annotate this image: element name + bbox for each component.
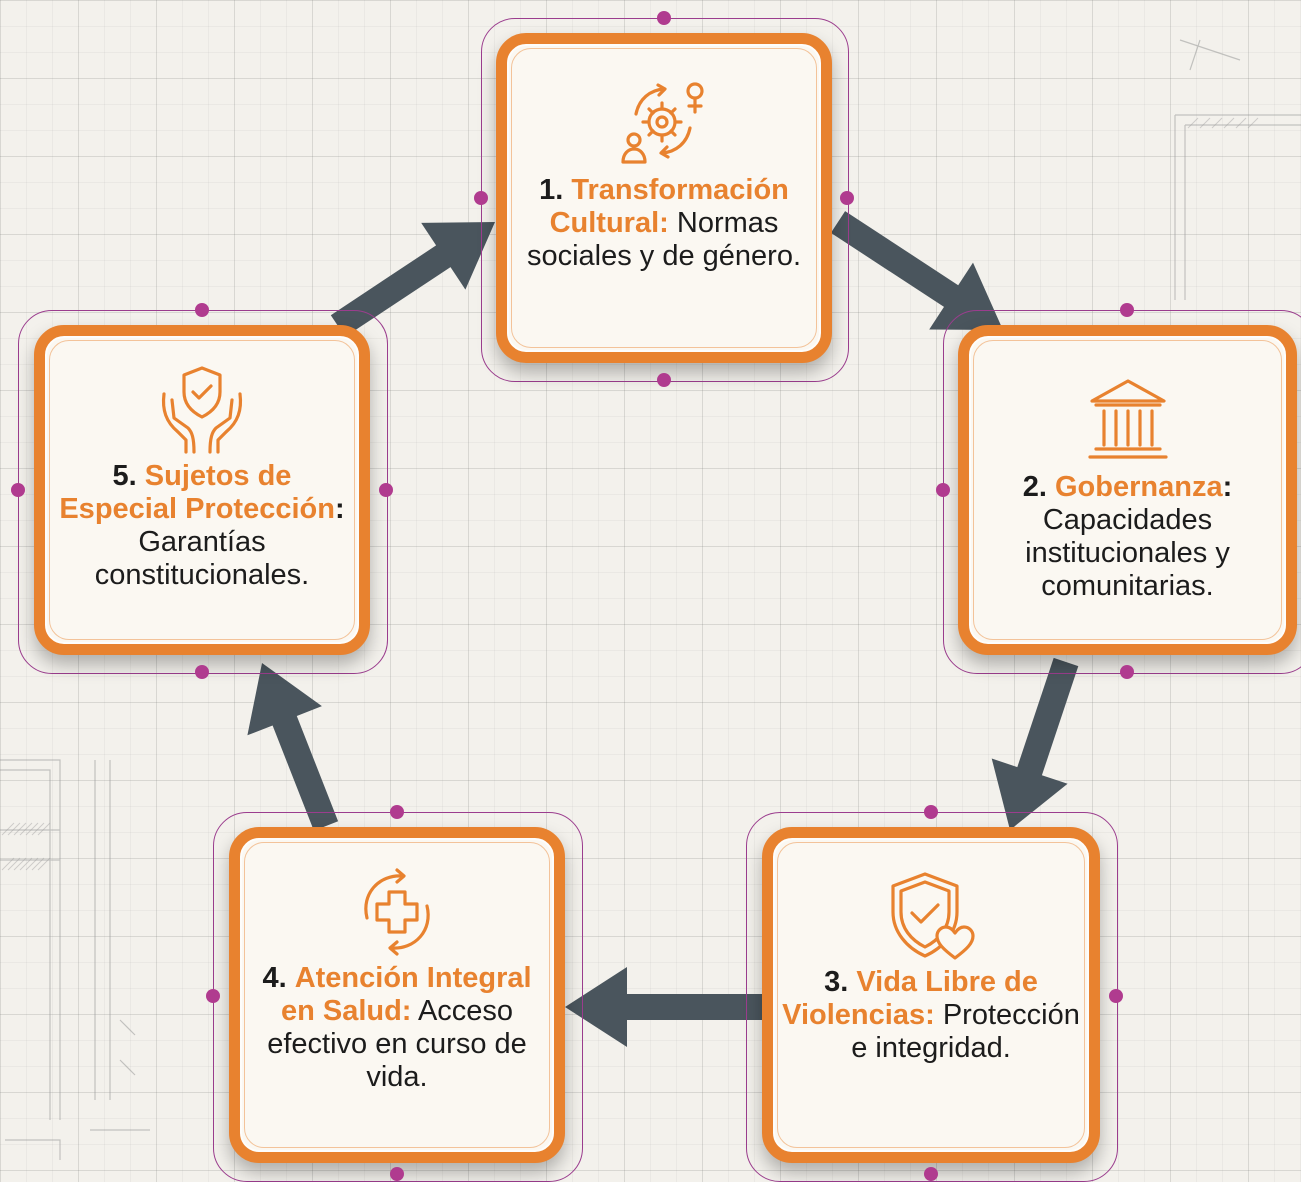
- node-5-description: Garantías constitucionales.: [94, 526, 310, 591]
- frame-dot: [924, 805, 938, 819]
- flow-arrow-1-2: [830, 211, 1003, 330]
- node-3-text: 3. Vida Libre de Violencias: Protección …: [773, 966, 1089, 1065]
- node-5-title: Sujetos de Especial Protección: [59, 460, 335, 525]
- node-2-description: Capacidades institucionales y comunitari…: [1025, 504, 1230, 602]
- frame-dot: [657, 11, 671, 25]
- node-1-description: Normas sociales y de género.: [526, 207, 802, 272]
- cycle-gear-gender-icon: [621, 82, 704, 164]
- flow-arrow-4-5: [247, 663, 339, 831]
- node-1-number: 1.: [539, 174, 564, 206]
- node-3-title: Vida Libre de Violencias:: [782, 966, 1038, 1031]
- institution-building-icon: [1087, 379, 1168, 459]
- node-1-text: 1. Transformación Cultural: Normas socia…: [507, 174, 821, 273]
- frame-dot: [390, 1167, 404, 1181]
- hands-shield-icon: [161, 366, 243, 454]
- frame-dot: [1120, 303, 1134, 317]
- flow-arrow-2-3: [991, 657, 1079, 830]
- flow-arrow-3-4: [565, 967, 762, 1047]
- frame-dot: [657, 373, 671, 387]
- node-3-description: Protección e integridad.: [851, 999, 1080, 1064]
- node-2-title-suffix: :: [1222, 471, 1233, 503]
- node-5-title-suffix: :: [334, 493, 345, 525]
- frame-dot: [474, 191, 488, 205]
- node-3-vida-libre-de-violencias: 3. Vida Libre de Violencias: Protección …: [762, 827, 1100, 1163]
- frame-dot: [936, 483, 950, 497]
- node-5-number: 5.: [112, 460, 137, 492]
- node-2-gobernanza: 2. Gobernanza: Capacidades institucional…: [958, 325, 1297, 655]
- node-1-transformacion-cultural: 1. Transformación Cultural: Normas socia…: [496, 33, 832, 363]
- node-2-number: 2.: [1022, 471, 1047, 503]
- frame-dot: [1109, 989, 1123, 1003]
- frame-dot: [195, 665, 209, 679]
- node-4-title: Atención Integral en Salud:: [280, 962, 532, 1027]
- node-4-description: Acceso efectivo en curso de vida.: [267, 995, 527, 1093]
- frame-dot: [390, 805, 404, 819]
- frame-dot: [379, 483, 393, 497]
- frame-dot: [840, 191, 854, 205]
- node-5-sujetos-de-especial-proteccion: 5. Sujetos de Especial Protección: Garan…: [34, 325, 370, 655]
- node-1-title: Transformación Cultural:: [549, 174, 789, 239]
- node-2-text: 2. Gobernanza: Capacidades institucional…: [969, 471, 1286, 603]
- frame-dot: [924, 1167, 938, 1181]
- frame-dot: [11, 483, 25, 497]
- frame-dot: [1120, 665, 1134, 679]
- frame-dot: [195, 303, 209, 317]
- node-4-text: 4. Atención Integral en Salud: Acceso ef…: [240, 962, 554, 1094]
- node-4-number: 4.: [262, 962, 287, 994]
- flow-arrow-5-1: [330, 222, 495, 337]
- node-5-text: 5. Sujetos de Especial Protección: Garan…: [45, 460, 359, 592]
- node-2-title: Gobernanza: [1054, 471, 1223, 503]
- node-3-number: 3.: [824, 966, 849, 998]
- medical-cross-cycle-icon: [364, 868, 430, 956]
- node-4-atencion-integral-en-salud: 4. Atención Integral en Salud: Acceso ef…: [229, 827, 565, 1163]
- shield-check-heart-icon: [891, 872, 975, 960]
- frame-dot: [206, 989, 220, 1003]
